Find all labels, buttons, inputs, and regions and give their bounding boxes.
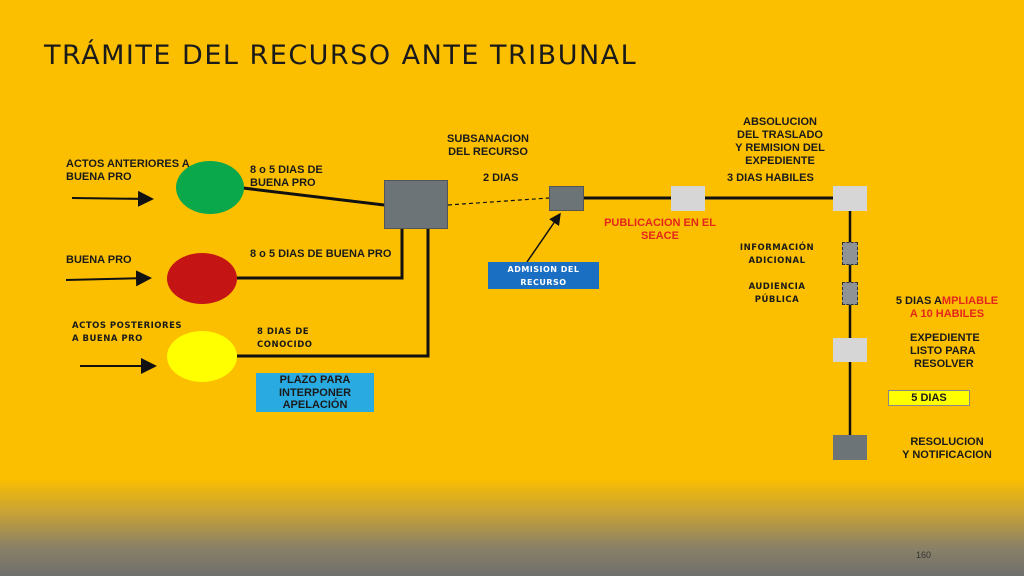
publicacion-label: PUBLICACION EN EL SEACE — [604, 217, 716, 242]
ampliable-label: 5 DIAS AMPLIABLE A 10 HABILES — [895, 295, 999, 320]
plazo-label-2: 8 o 5 DIAS DE BUENA PRO — [250, 248, 392, 260]
arrow-input-2 — [65, 270, 152, 287]
recurso-node — [384, 180, 448, 229]
label-buena-pro: BUENA PRO — [66, 254, 132, 266]
circle-green — [176, 161, 244, 214]
admision-box: ADMISION DEL RECURSO — [488, 262, 599, 289]
subsanacion-node — [549, 186, 584, 211]
connector-green — [242, 186, 385, 207]
absolucion-node — [833, 186, 867, 211]
circle-yellow — [167, 331, 237, 382]
subsanacion-label: SUBSANACION DEL RECURSO — [447, 133, 529, 158]
informacion-label: INFORMACIÓN ADICIONAL — [739, 243, 815, 266]
connector-red — [237, 229, 404, 280]
plazo-apelacion-box: PLAZO PARA INTERPONER APELACIÓN — [256, 373, 374, 412]
cinco-dias-box: 5 DIAS — [888, 390, 970, 406]
page-number: 160 — [916, 550, 932, 560]
resolucion-node — [833, 435, 867, 460]
arrow-admision — [526, 212, 561, 263]
plazo-label-3: 8 DIAS DE CONOCIDO — [257, 327, 313, 350]
connector-dashed — [447, 197, 550, 206]
resolucion-label: RESOLUCION Y NOTIFICACION — [902, 436, 992, 461]
audiencia-label: AUDIENCIA PÚBLICA — [748, 282, 806, 305]
circle-red — [167, 253, 237, 304]
plazo-label-1: 8 o 5 DIAS DE BUENA PRO — [250, 164, 323, 189]
label-actos-anteriores: ACTOS ANTERIORES A BUENA PRO — [66, 158, 190, 183]
connector-yellow — [237, 229, 430, 358]
absolucion-label: ABSOLUCION DEL TRASLADO Y REMISION DEL E… — [735, 116, 825, 167]
page-title: TRÁMITE DEL RECURSO ANTE TRIBUNAL — [44, 40, 638, 71]
label-actos-posteriores: ACTOS POSTERIORES A BUENA PRO — [72, 321, 183, 344]
expediente-node — [833, 338, 867, 362]
subsanacion-days: 2 DIAS — [483, 172, 519, 184]
arrow-input-1 — [71, 190, 154, 207]
audiencia-node — [842, 282, 858, 305]
informacion-node — [842, 242, 858, 265]
expediente-label: EXPEDIENTE LISTO PARA RESOLVER — [910, 332, 980, 370]
absolucion-days: 3 DIAS HABILES — [727, 172, 814, 184]
publicacion-node — [671, 186, 705, 211]
